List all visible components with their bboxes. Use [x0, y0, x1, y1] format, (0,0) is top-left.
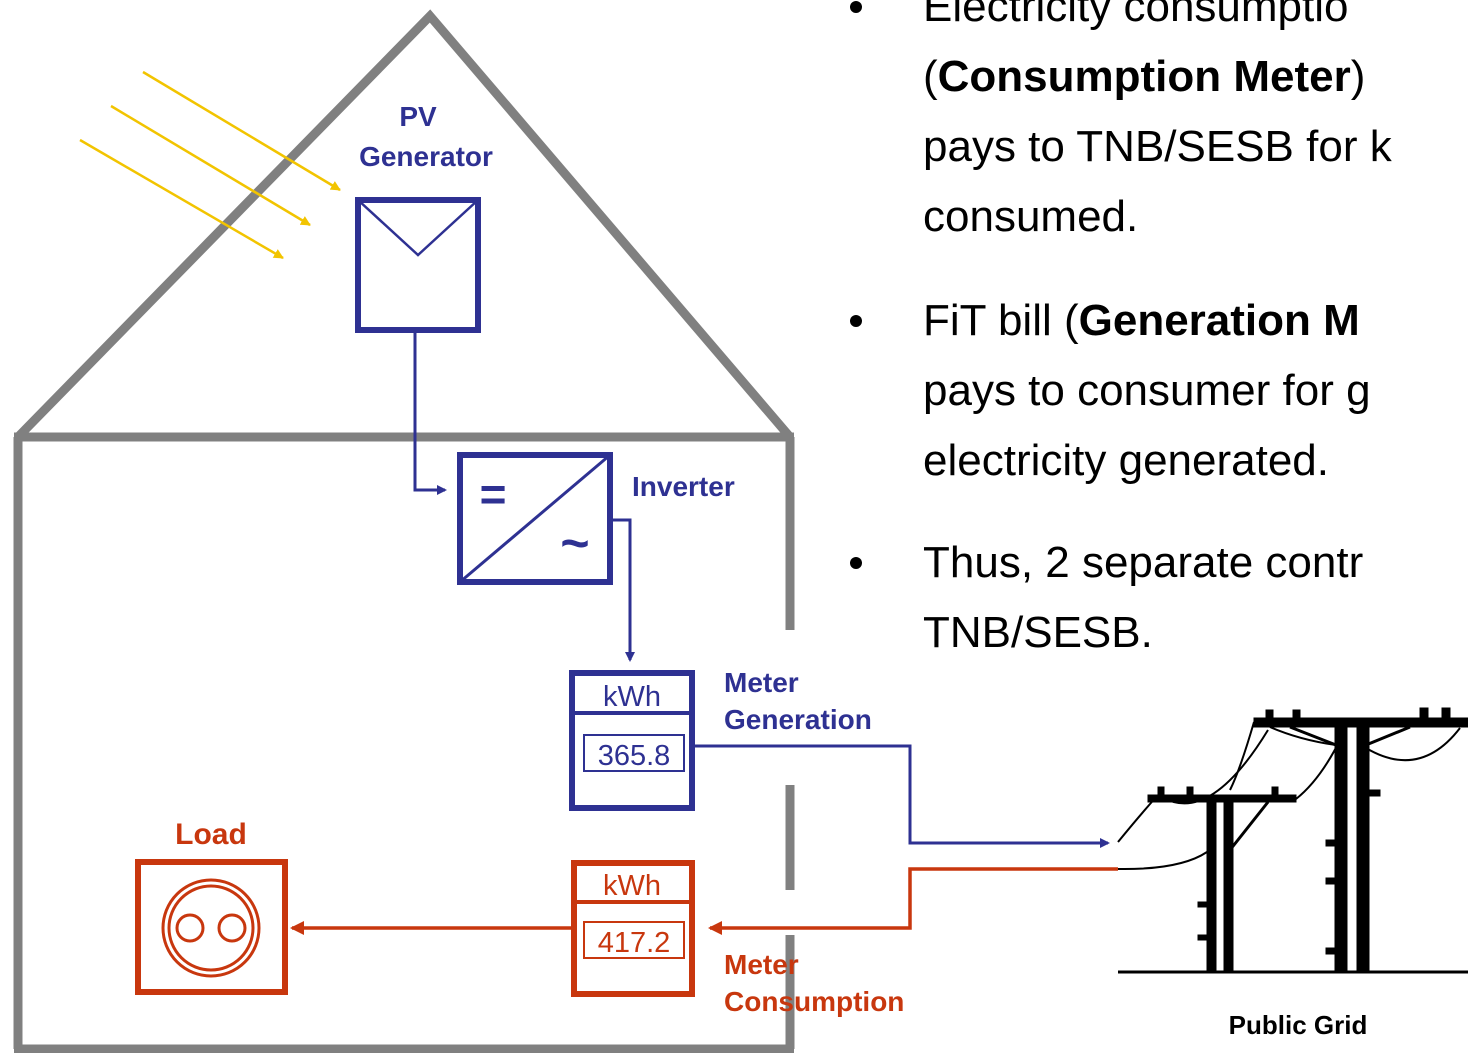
sun-ray-2 — [110, 104, 311, 227]
generation-to-grid-line — [692, 744, 1110, 848]
inverter-ac-symbol: ~ — [560, 515, 589, 571]
house-roof — [14, 9, 794, 441]
consumption-meter-unit: kWh — [603, 870, 661, 902]
pv-panel — [355, 197, 481, 333]
sun-rays — [79, 70, 341, 260]
generation-meter — [569, 670, 695, 811]
sun-ray-3 — [79, 138, 284, 260]
power-poles-icon — [1117, 707, 1468, 974]
inverter-dc-symbol: = — [480, 468, 507, 520]
generation-meter-label-line1: Meter — [724, 667, 799, 698]
grid-label: Public Grid — [1229, 1010, 1368, 1040]
load-label: Load — [175, 818, 247, 851]
load-socket-icon — [135, 859, 288, 995]
grid-to-consumption-line — [708, 867, 1118, 935]
pv-label-line2: Generator — [359, 141, 493, 172]
generation-meter-value: 365.8 — [598, 740, 671, 772]
pv-label-line1: PV — [399, 101, 437, 132]
consumption-meter-label-line2: Consumption — [724, 986, 904, 1017]
consumption-meter-value: 417.2 — [598, 927, 671, 959]
inverter-to-meter-line — [610, 518, 635, 662]
pv-to-inverter-line — [413, 330, 447, 495]
consumption-meter — [571, 860, 695, 997]
house-outline — [13, 9, 795, 1053]
inverter-label: Inverter — [632, 471, 735, 502]
consumption-meter-label-line1: Meter — [724, 949, 799, 980]
generation-meter-label-line2: Generation — [724, 704, 872, 735]
generation-meter-unit: kWh — [603, 681, 661, 713]
sun-ray-1 — [142, 70, 341, 192]
